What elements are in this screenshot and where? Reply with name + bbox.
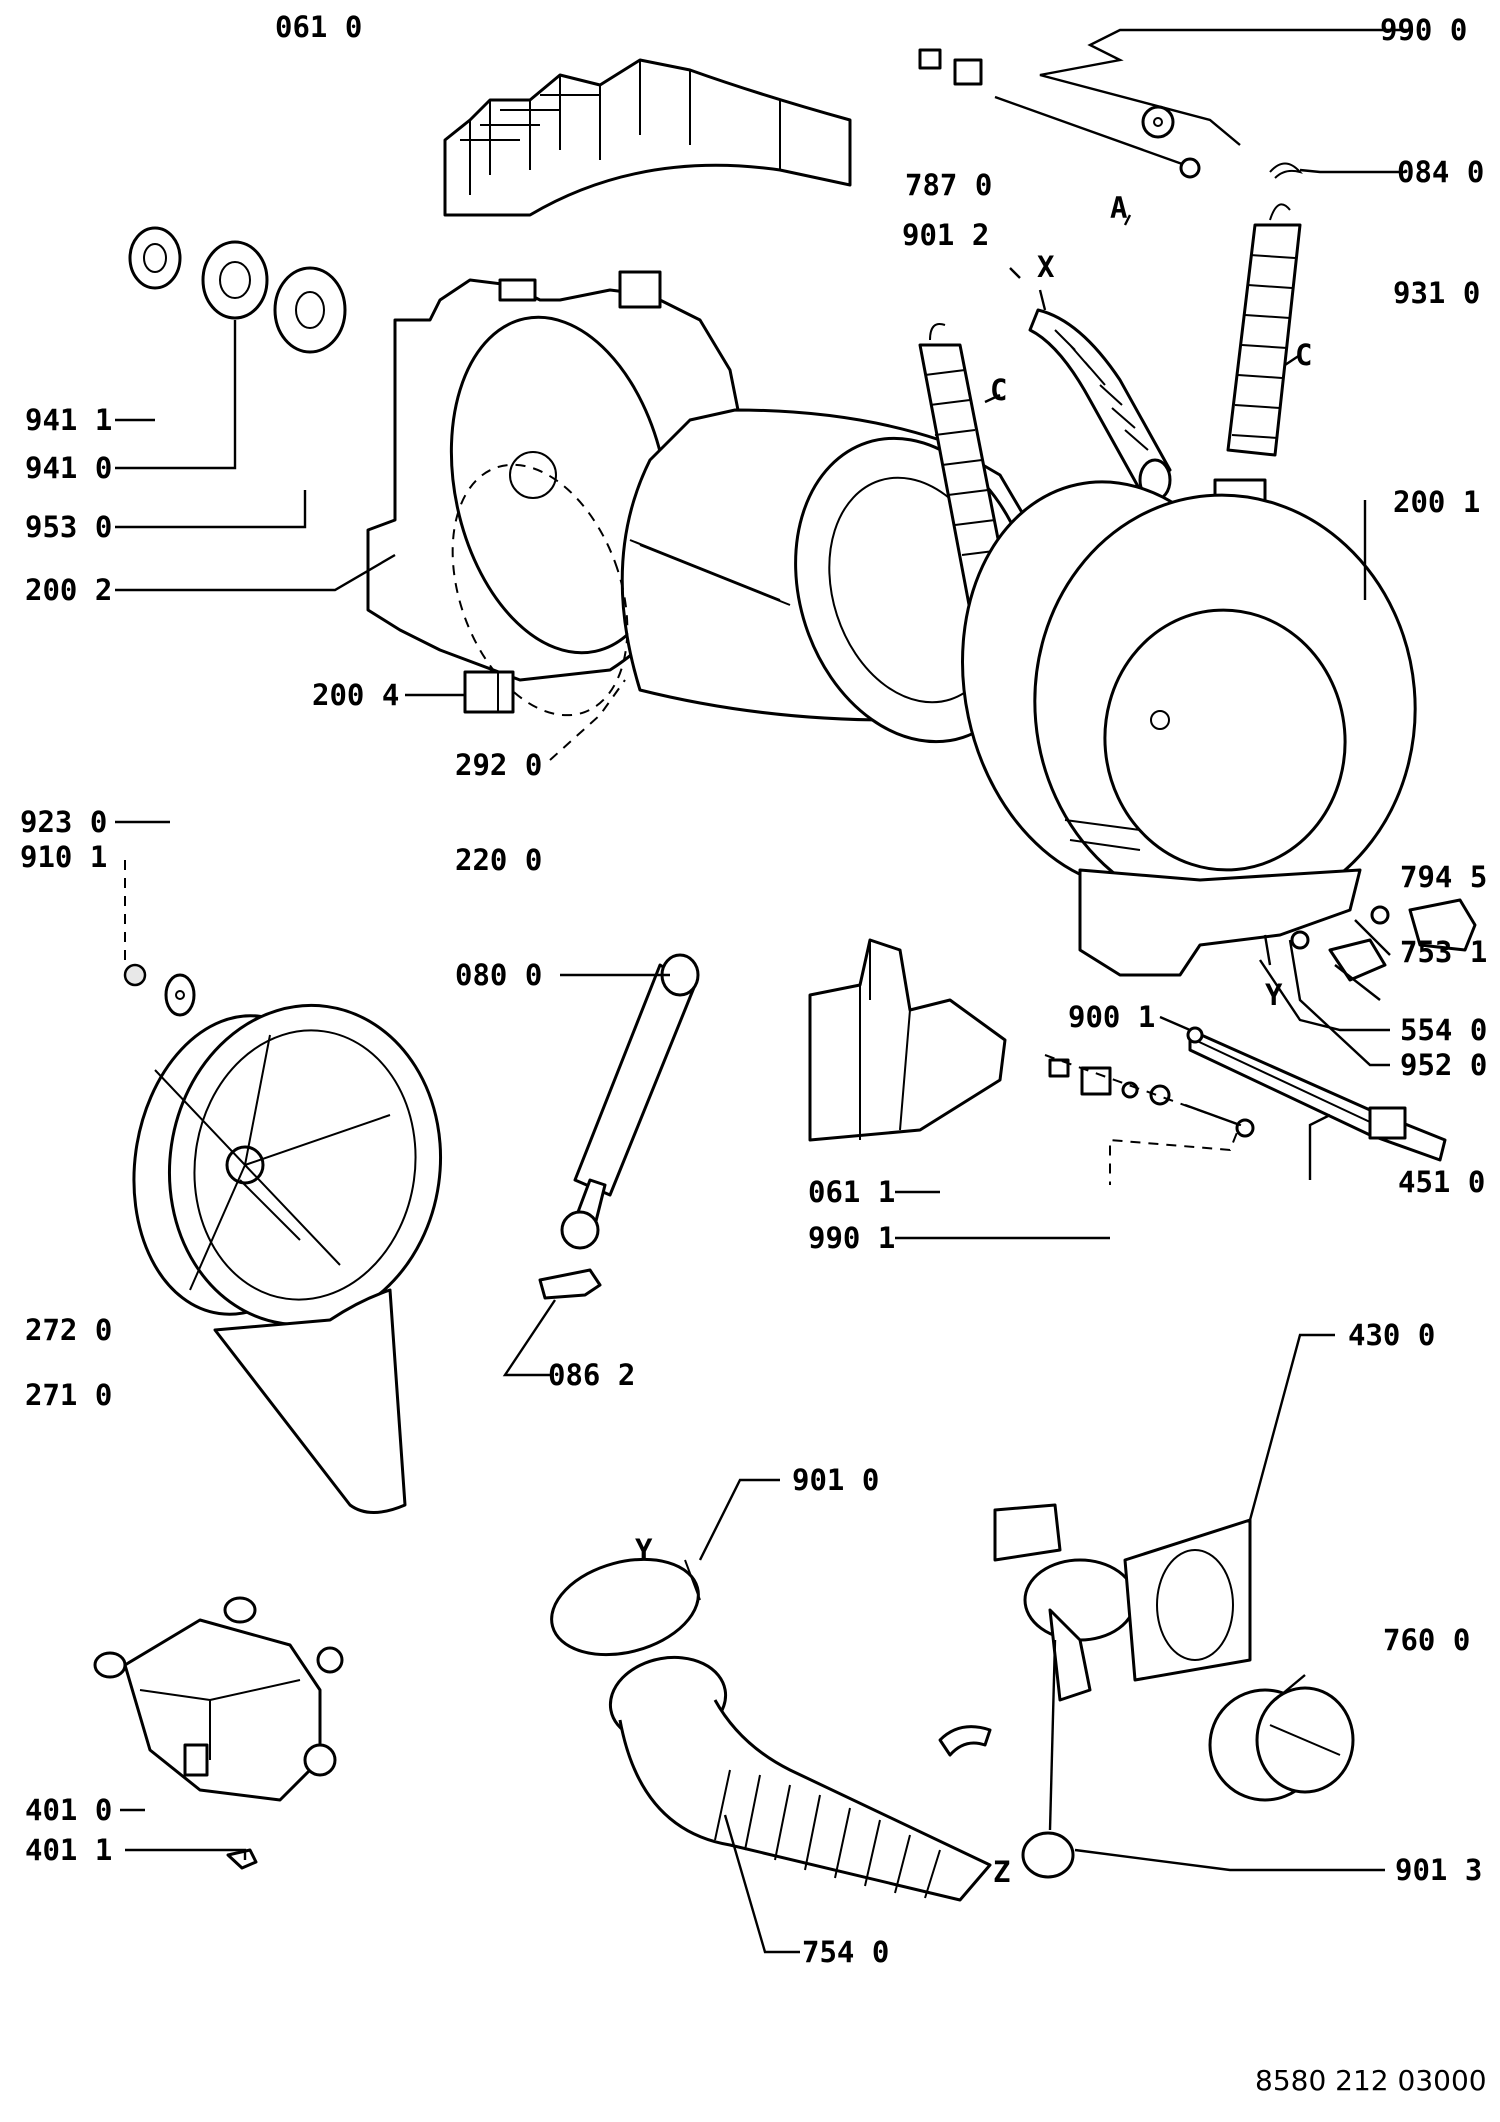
bearings-part — [128, 226, 347, 354]
label-271-0: 271 0 — [25, 1378, 112, 1412]
label-z: Z — [993, 1855, 1010, 1889]
label-941-0: 941 0 — [25, 451, 112, 485]
belt-loop-part — [451, 463, 629, 717]
drum-pulley-part — [132, 1003, 443, 1327]
label-901-3: 901 3 — [1395, 1853, 1482, 1887]
front-tub-half-part — [961, 480, 1417, 977]
label-554-0: 554 0 — [1400, 1013, 1487, 1047]
label-787-0: 787 0 — [905, 168, 992, 202]
label-931-0: 931 0 — [1393, 276, 1480, 310]
counterweight-middle-part — [808, 938, 1007, 1142]
label-272-0: 272 0 — [25, 1313, 112, 1347]
label-794-5: 794 5 — [1400, 860, 1487, 894]
label-c-left: C — [990, 373, 1007, 407]
label-200-2: 200 2 — [25, 573, 112, 607]
tub-seal-block-part — [463, 670, 515, 714]
label-401-0: 401 0 — [25, 1793, 112, 1827]
label-941-1: 941 1 — [25, 403, 112, 437]
label-080-0: 080 0 — [455, 958, 542, 992]
label-901-2: 901 2 — [902, 218, 989, 252]
label-061-0: 061 0 — [275, 10, 362, 44]
label-292-0: 292 0 — [455, 748, 542, 782]
label-760-0: 760 0 — [1383, 1623, 1470, 1657]
sensor-group-part — [1186, 898, 1477, 1044]
heating-element-part — [1188, 1028, 1447, 1162]
label-753-1: 753 1 — [1400, 935, 1487, 969]
damper-clip-part — [538, 1268, 602, 1300]
label-086-2: 086 2 — [548, 1358, 635, 1392]
drive-motor-part — [93, 1596, 344, 1802]
diagram-code: 8580 212 03000 — [1255, 2064, 1487, 2097]
callout-labels: 061 0 990 0 787 0 084 0 A 901 2 X 931 0 … — [20, 10, 1487, 1969]
label-200-4: 200 4 — [312, 678, 399, 712]
label-220-0: 220 0 — [455, 843, 542, 877]
label-900-1: 900 1 — [1068, 1000, 1155, 1034]
label-901-0: 901 0 — [792, 1463, 879, 1497]
label-084-0: 084 0 — [1397, 155, 1484, 189]
bolt-group-top-part — [918, 48, 1201, 179]
label-061-1: 061 1 — [808, 1175, 895, 1209]
leader-lines — [115, 28, 1410, 1954]
label-451-0: 451 0 — [1398, 1165, 1485, 1199]
nut-washer-part — [123, 963, 196, 1017]
drive-belt-part — [213, 1288, 407, 1514]
counterweight-top-part — [443, 58, 852, 217]
label-754-0: 754 0 — [802, 1935, 889, 1969]
tub-hose-part — [1028, 308, 1172, 502]
clip-part — [1269, 162, 1303, 179]
motor-clip-part — [226, 1848, 258, 1870]
drain-hose-part — [608, 1655, 992, 1902]
label-952-0: 952 0 — [1400, 1048, 1487, 1082]
pump-hose-clamp-part — [1021, 1831, 1075, 1879]
label-430-0: 430 0 — [1348, 1318, 1435, 1352]
label-401-1: 401 1 — [25, 1833, 112, 1867]
label-910-1: 910 1 — [20, 840, 107, 874]
pump-filter-part — [1208, 1686, 1355, 1802]
label-200-1: 200 1 — [1393, 485, 1480, 519]
label-990-1: 990 1 — [808, 1221, 895, 1255]
shock-absorber-part — [560, 953, 700, 1250]
hose-clamp-part — [550, 1557, 701, 1657]
suspension-spring-right-part — [1213, 203, 1302, 532]
label-953-0: 953 0 — [25, 510, 112, 544]
drain-pump-part — [938, 1503, 1252, 1757]
label-c-right: C — [1295, 338, 1312, 372]
label-923-0: 923 0 — [20, 805, 107, 839]
label-990-0: 990 0 — [1380, 13, 1467, 47]
label-x: X — [1037, 250, 1055, 284]
bolt-group-middle-part — [1048, 1058, 1255, 1138]
label-a: A — [1110, 191, 1127, 225]
label-y-hose: Y — [635, 1533, 653, 1567]
label-y-tub: Y — [1265, 978, 1283, 1012]
